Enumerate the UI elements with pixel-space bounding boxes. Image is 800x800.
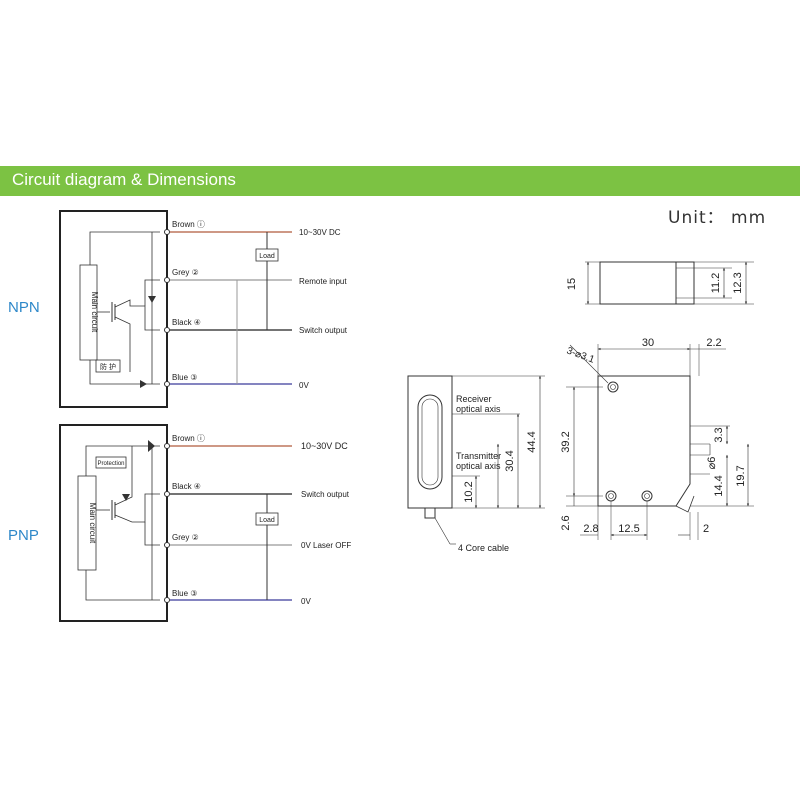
pnp-wire-label: Brown ⓘ (172, 434, 205, 443)
receiver-axis-label: Receiver (456, 394, 492, 404)
pnp-main-circuit-box (77, 475, 97, 571)
pnp-main-circuit-label: Main circuit (88, 503, 97, 544)
dim-label-12-3: 12.3 (732, 272, 744, 293)
dim-label-11-2: 11.2 (710, 273, 722, 294)
transmitter-axis-label: optical axis (456, 461, 501, 471)
front-view-drawing (566, 344, 754, 540)
pnp-terminal-label: Switch output (301, 490, 350, 499)
section-title: Circuit diagram & Dimensions (12, 170, 236, 189)
npn-diode2-icon (140, 380, 147, 388)
pnp-wire-label: Black ④ (172, 482, 201, 491)
npn-terminal-label: 0V (299, 381, 309, 390)
dim-label-2-8: 2.8 (583, 523, 598, 535)
cable-label: 4 Core cable (458, 543, 509, 553)
unit-label: Unit： mm (668, 208, 767, 228)
pnp-terminal-label: 10~30V DC (301, 441, 348, 451)
pnp-wire-label: Grey ② (172, 533, 199, 542)
section-banner: Circuit diagram & Dimensions (0, 166, 800, 196)
pnp-diode2-icon (122, 494, 130, 501)
dim-label-3-3: 3.3 (713, 427, 725, 442)
pnp-wire-label: Blue ③ (172, 589, 197, 598)
pnp-terminal-label: 0V (301, 597, 311, 606)
npn-wire-label: Grey ② (172, 268, 199, 277)
dim-label-15: 15 (566, 278, 578, 290)
pnp-circuit: PNP Main circuit Protection Load Brown ⓘ… (8, 424, 351, 622)
npn-load-label: Load (259, 253, 275, 260)
npn-terminal-label: Remote input (299, 277, 347, 286)
dim-label-10-2: 10.2 (463, 481, 475, 502)
hole-spec-label: 3-⌀3.1 (565, 345, 596, 365)
dim-label-30: 30 (642, 337, 654, 349)
dim-label-14-4: 14.4 (713, 475, 725, 496)
pnp-sensor-box (59, 424, 168, 622)
receiver-axis-label: optical axis (456, 404, 501, 414)
npn-protection-label: 防 护 (100, 362, 116, 371)
npn-label: NPN (8, 299, 40, 316)
npn-main-circuit-box (79, 264, 98, 361)
npn-diode-icon (148, 296, 156, 303)
npn-sensor-box (59, 210, 168, 408)
side-view-drawing (407, 375, 545, 545)
npn-protection-box (95, 359, 121, 373)
dim-label-19-7: 19.7 (735, 465, 747, 486)
npn-wire-label: Brown ⓘ (172, 220, 205, 229)
dim-label-12-5: 12.5 (618, 523, 639, 535)
transmitter-axis-label: Transmitter (456, 451, 501, 461)
pnp-diode-icon (148, 440, 155, 452)
pnp-protection-label: Protection (97, 461, 124, 467)
npn-terminal-label: Switch output (299, 326, 348, 335)
top-view-drawing (585, 261, 754, 305)
npn-main-circuit-label: Main circuit (90, 292, 99, 333)
dim-label-2: 2 (703, 523, 709, 535)
pnp-load-label: Load (259, 517, 275, 524)
dim-label-30-4: 30.4 (504, 450, 516, 471)
dim-label-2-2: 2.2 (706, 337, 721, 349)
npn-wire-label: Blue ③ (172, 373, 197, 382)
npn-wire-label: Black ④ (172, 318, 201, 327)
dim-label-39-2: 39.2 (560, 431, 572, 452)
npn-circuit: NPN Main circuit 防 护 Load (8, 210, 348, 408)
pnp-protection-box (95, 456, 127, 469)
dim-label-2-6: 2.6 (560, 515, 572, 530)
dim-label-44-4: 44.4 (526, 431, 538, 452)
dim-label-phi6: ⌀6 (706, 457, 718, 470)
pnp-terminal-label: 0V Laser OFF (301, 541, 351, 550)
npn-terminal-label: 10~30V DC (299, 228, 341, 237)
pnp-label: PNP (8, 527, 39, 544)
